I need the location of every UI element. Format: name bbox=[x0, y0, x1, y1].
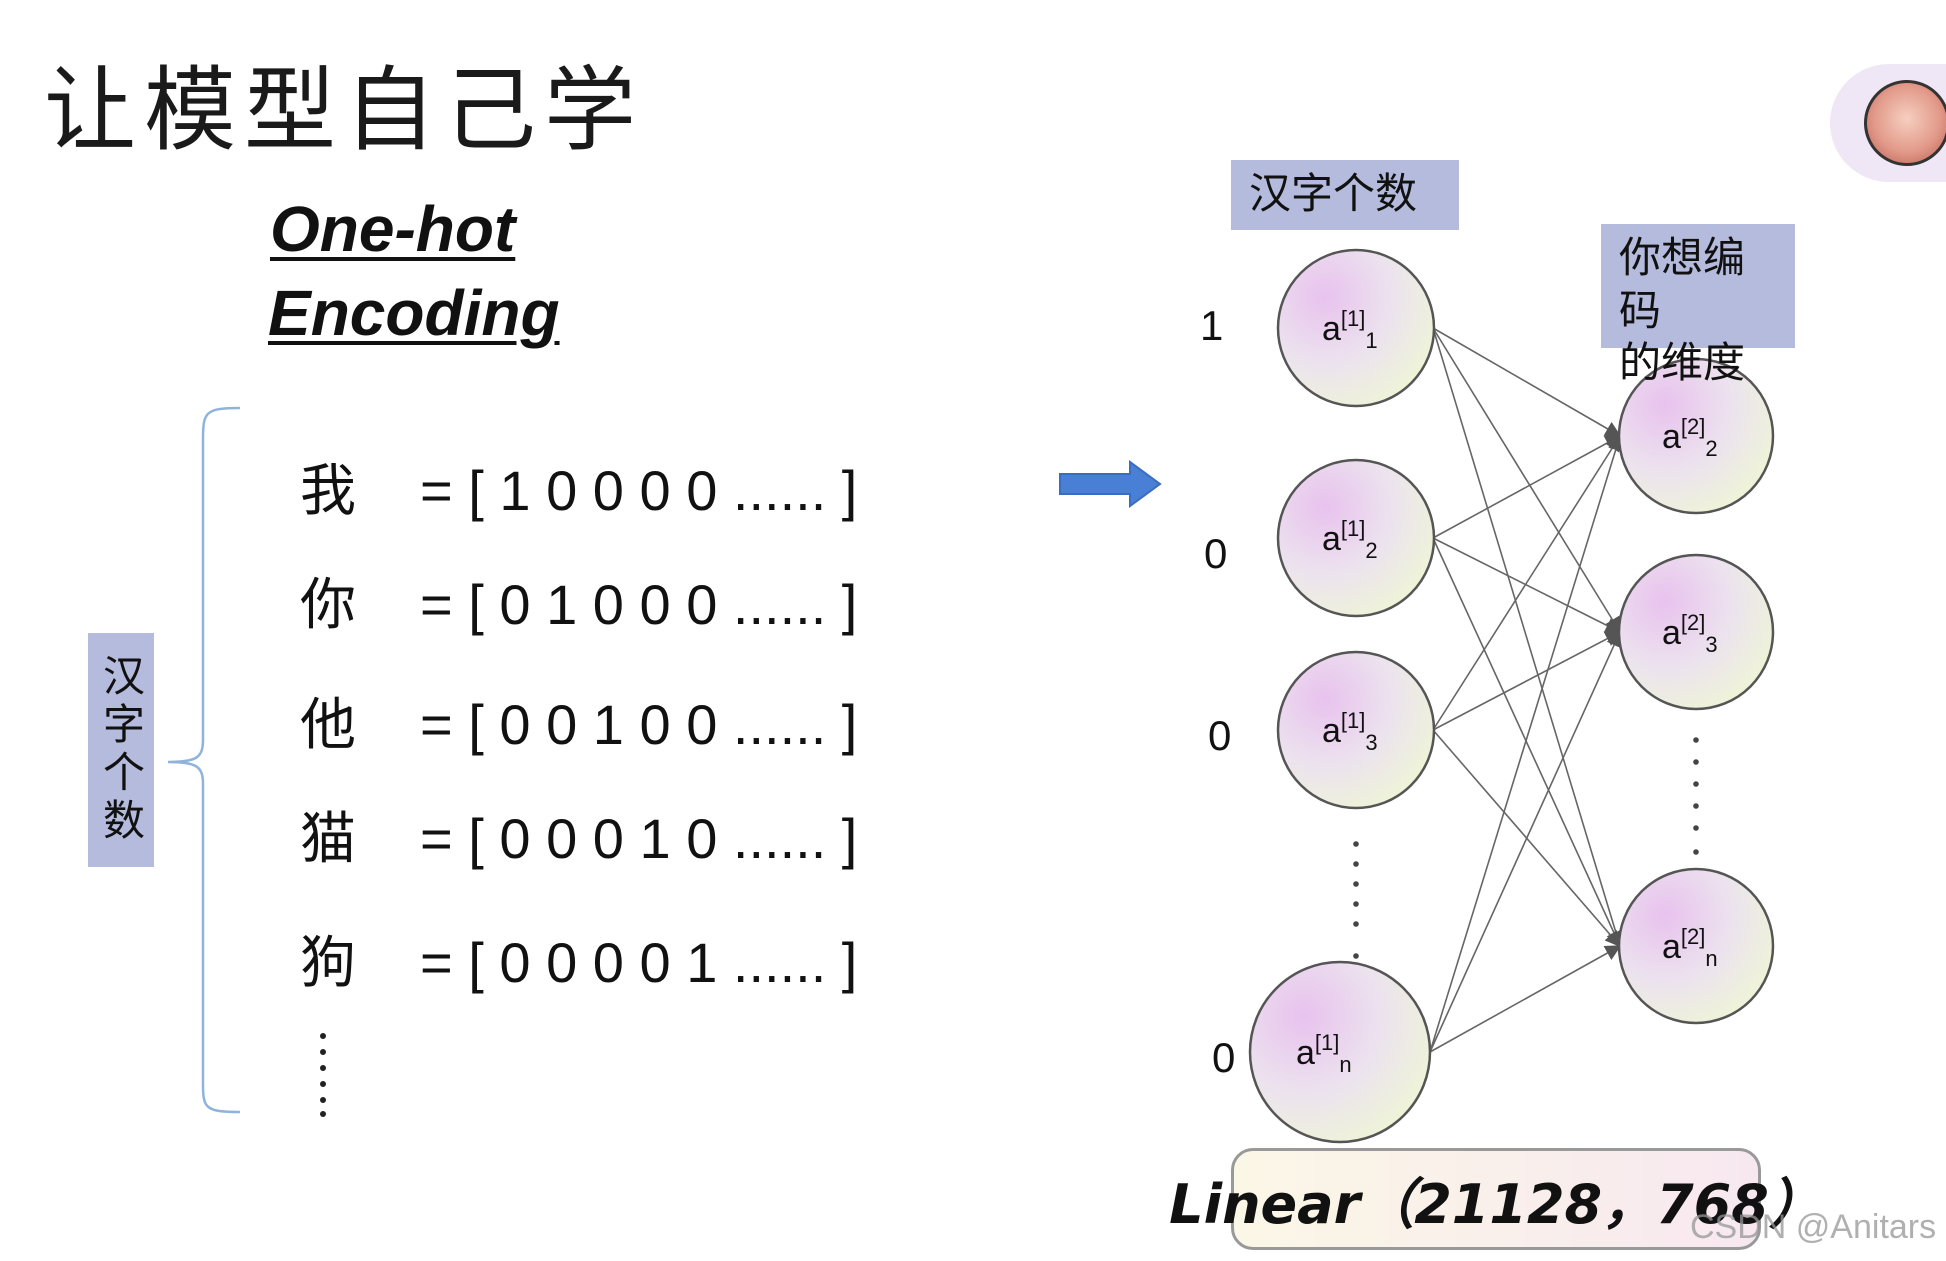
page-title: 让模型自己学 bbox=[44, 57, 645, 164]
layer1-node bbox=[1276, 650, 1436, 810]
one-hot-row: 他 = [ 0 0 1 0 0 ...... ] bbox=[300, 680, 857, 761]
layer2-node bbox=[1617, 553, 1775, 711]
input-value: 0 bbox=[1204, 530, 1228, 577]
one-hot-heading: One-hot bbox=[270, 193, 516, 265]
row-char: 猫 bbox=[300, 807, 356, 872]
layer1-node bbox=[1276, 458, 1436, 618]
node-label: a[2]2 bbox=[1662, 414, 1718, 461]
row-char: 他 bbox=[300, 693, 356, 758]
watermark: CSDN @Anitars bbox=[1690, 1208, 1937, 1246]
output-layer-label-line2: 的维度 bbox=[1619, 338, 1746, 387]
arrow-right-icon bbox=[1059, 460, 1162, 508]
one-hot-row: 猫 = [ 0 0 0 1 0 ...... ] bbox=[300, 794, 857, 875]
node-label: a[1]1 bbox=[1322, 306, 1378, 353]
node-label: a[1]3 bbox=[1322, 708, 1378, 755]
row-char: 你 bbox=[300, 573, 356, 638]
node-label: a[2]n bbox=[1662, 924, 1718, 971]
network-edges bbox=[1429, 327, 1624, 1053]
node-label: a[1]2 bbox=[1322, 516, 1378, 563]
row-vector: = [ 0 0 1 0 0 ...... ] bbox=[420, 693, 858, 756]
input-layer-label: 汉字个数 bbox=[1231, 160, 1459, 230]
one-hot-row: 你 = [ 0 1 0 0 0 ...... ] bbox=[300, 560, 857, 641]
row-vector: = [ 0 1 0 0 0 ...... ] bbox=[420, 573, 858, 636]
row-vector: = [ 1 0 0 0 0 ...... ] bbox=[420, 459, 858, 522]
row-vector: = [ 0 0 0 0 1 ...... ] bbox=[420, 931, 858, 994]
layer2-node bbox=[1617, 357, 1775, 515]
layer2-ellipsis-dots bbox=[1693, 737, 1699, 855]
node-label: a[1]n bbox=[1296, 1030, 1352, 1077]
output-layer-label-line1: 你想编码 bbox=[1619, 233, 1746, 335]
avatar bbox=[1864, 80, 1946, 166]
input-value: 0 bbox=[1208, 712, 1232, 759]
input-value: 1 bbox=[1200, 302, 1224, 349]
input-value: 0 bbox=[1212, 1034, 1236, 1081]
one-hot-row: 狗 = [ 0 0 0 0 1 ...... ] bbox=[300, 918, 857, 999]
brace-shape bbox=[167, 406, 241, 1114]
row-char: 狗 bbox=[300, 931, 356, 996]
layer1-node bbox=[1276, 248, 1436, 408]
node-label: a[2]3 bbox=[1662, 610, 1718, 657]
linear-layer-caption: Linear（21128，768） bbox=[1169, 1148, 1823, 1250]
layer1-ellipsis-dots bbox=[1353, 841, 1359, 959]
vocab-size-label-text: 汉字个数 bbox=[96, 654, 146, 846]
row-vector: = [ 0 0 0 1 0 ...... ] bbox=[420, 807, 858, 870]
vocab-size-label: 汉字个数 bbox=[88, 633, 154, 867]
layer2-node bbox=[1617, 867, 1775, 1025]
layer1-node bbox=[1248, 960, 1432, 1144]
row-char: 我 bbox=[300, 459, 356, 524]
one-hot-row: 我 = [ 1 0 0 0 0 ...... ] bbox=[300, 446, 857, 527]
output-layer-label: 你想编码 的维度 bbox=[1601, 224, 1795, 387]
rows-ellipsis-dots bbox=[320, 1033, 326, 1117]
encoding-heading: Encoding bbox=[268, 277, 560, 349]
